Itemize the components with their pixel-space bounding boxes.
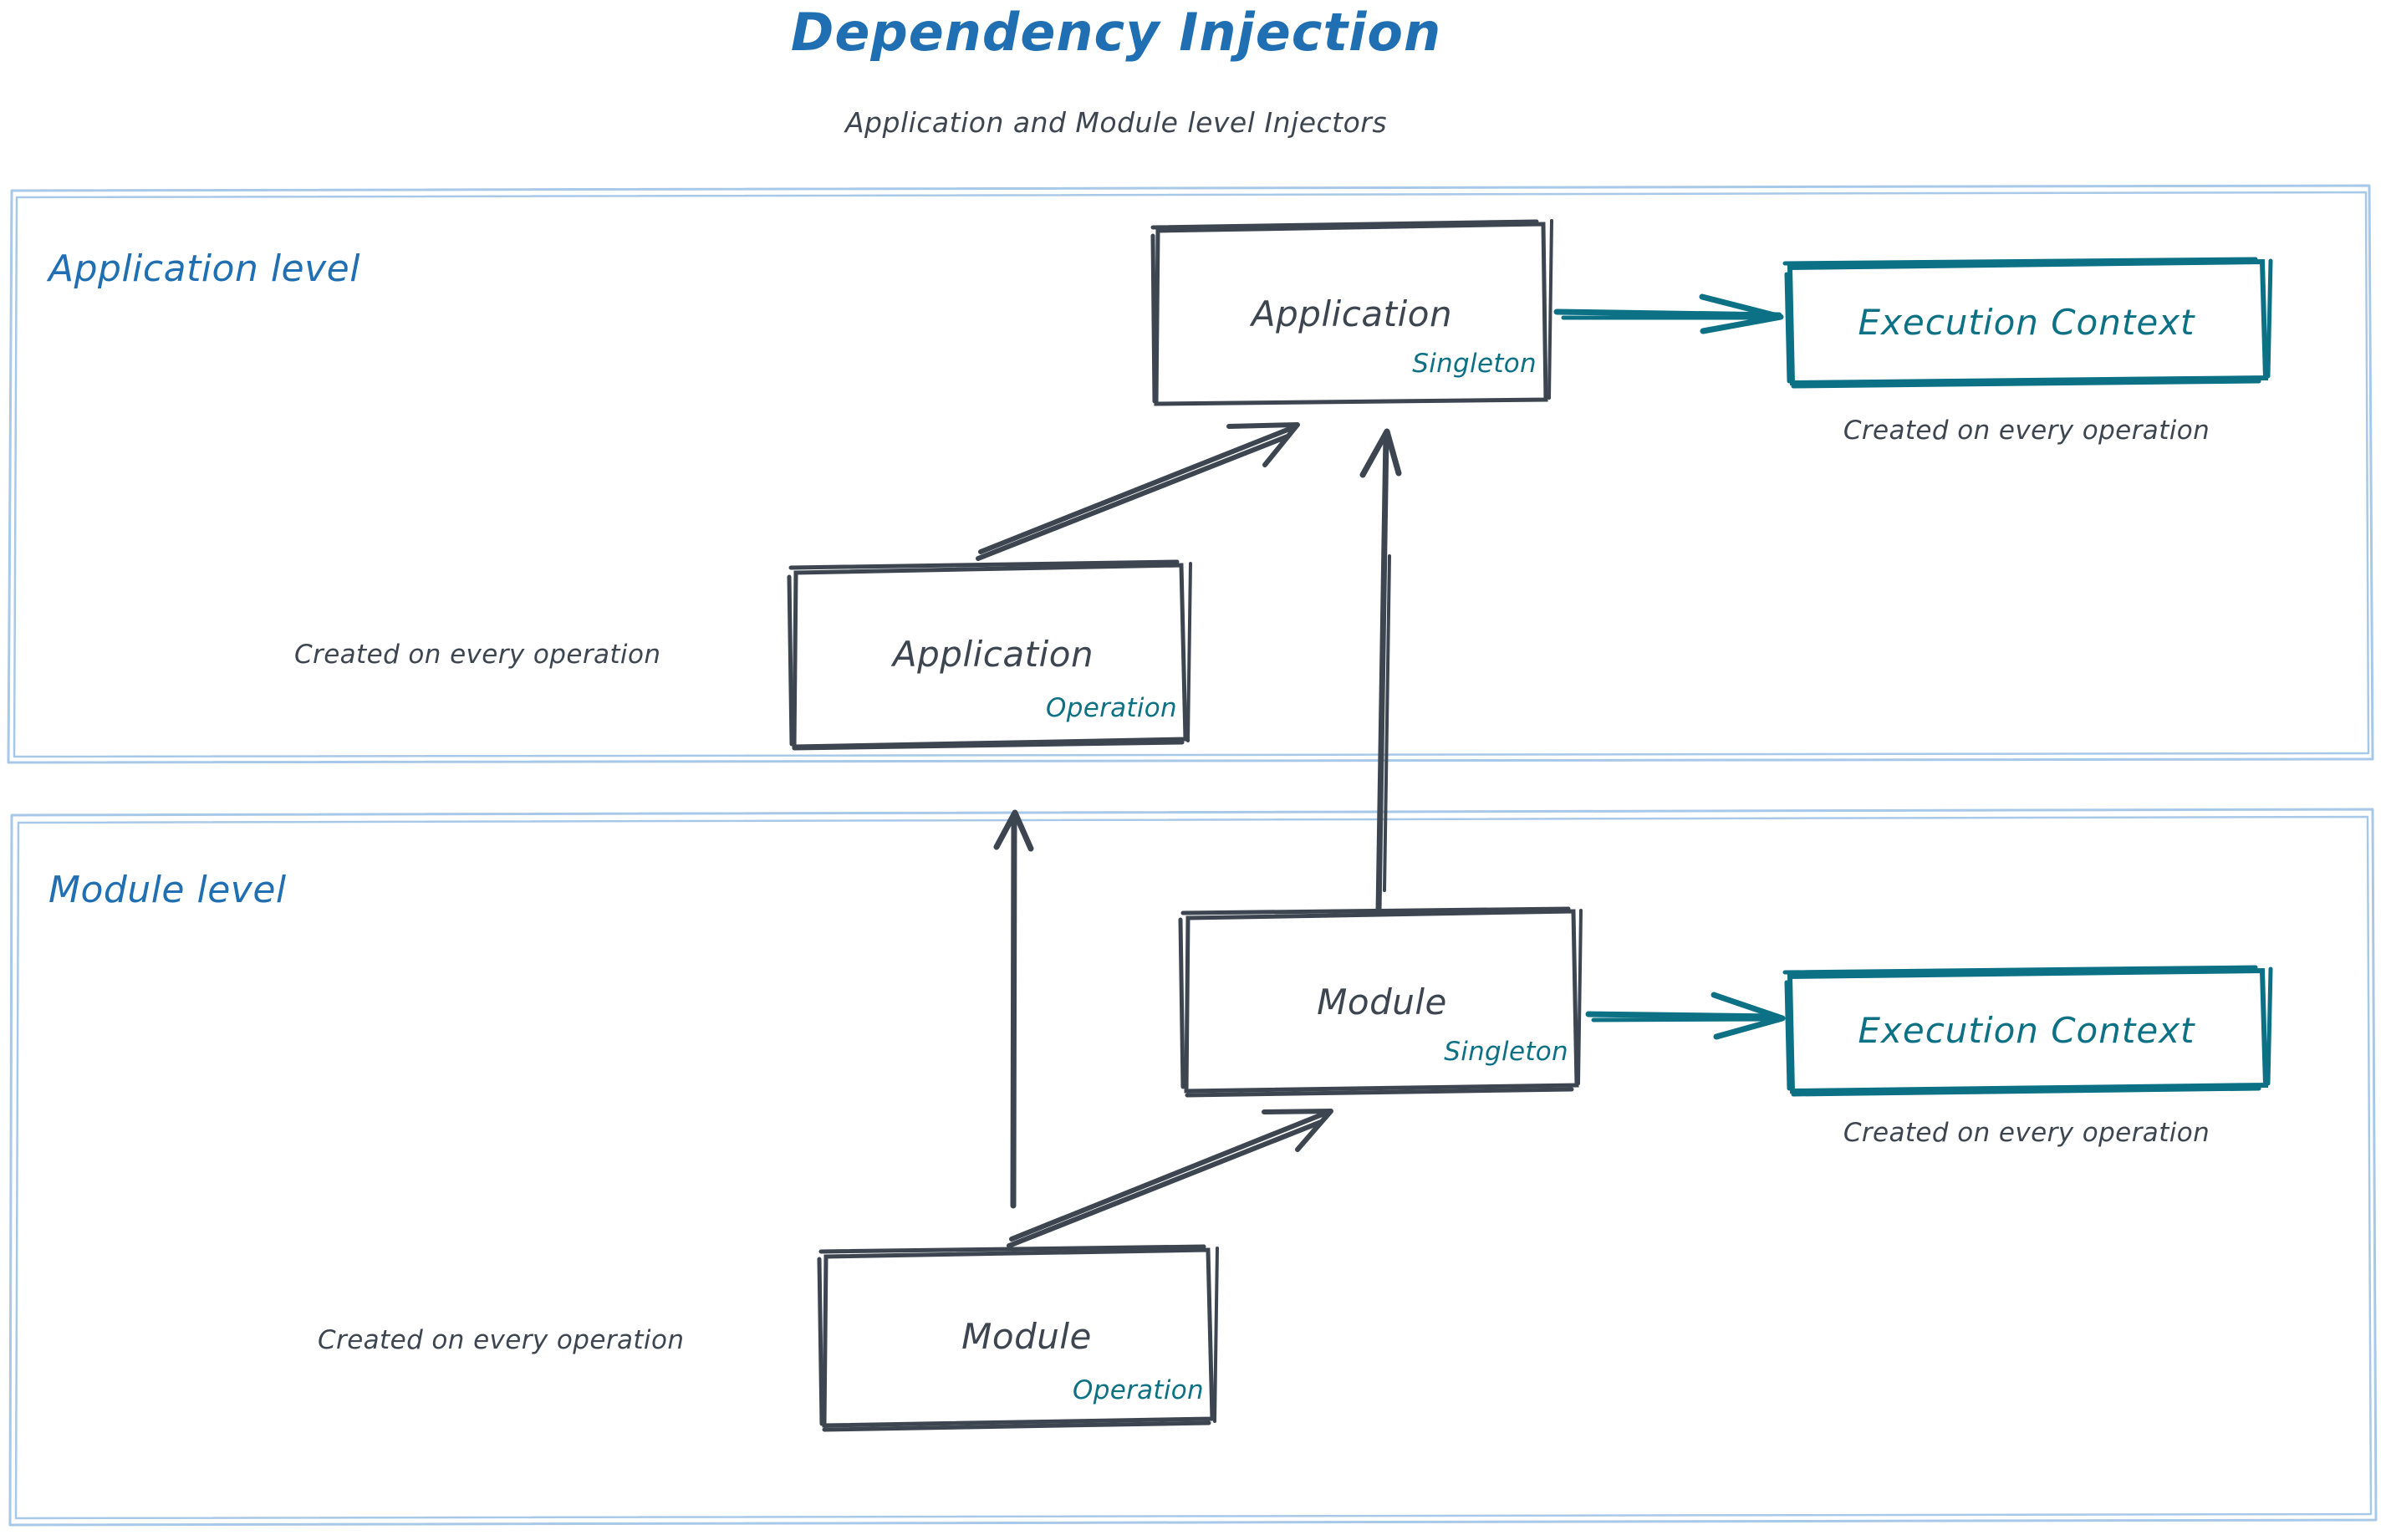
node-title-module-operation: Module [961, 1316, 1092, 1357]
node-application-operation-shape[interactable] [787, 559, 1192, 751]
node-title-execution-context-app: Execution Context [1858, 302, 2195, 343]
node-application-singleton-shape[interactable] [1150, 219, 1553, 406]
edge-module-operation-to-module-singleton [1007, 1109, 1333, 1248]
node-execution-context-app-shape[interactable] [1782, 257, 2273, 389]
module-level-container [8, 808, 2378, 1527]
edge-app-singleton-to-exec-ctx [1553, 293, 1784, 334]
node-badge-module-operation: Operation [1073, 1375, 1204, 1405]
node-title-module-singleton: Module [1317, 982, 1447, 1022]
application-level-container [7, 184, 2374, 764]
edge-module-singleton-to-app-singleton [1359, 428, 1402, 915]
edge-module-singleton-to-exec-ctx [1585, 992, 1786, 1040]
node-execution-context-module-shape[interactable] [1782, 965, 2273, 1097]
node-badge-application-operation: Operation [1046, 693, 1177, 723]
edge-module-operation-to-app-operation [993, 809, 1034, 1209]
note-module-operation: Created on every operation [318, 1325, 685, 1355]
node-title-execution-context-module: Execution Context [1858, 1010, 2195, 1051]
note-application-operation: Created on every operation [294, 640, 661, 670]
node-module-singleton-shape[interactable] [1178, 906, 1583, 1098]
node-title-application-singleton: Application [1251, 293, 1453, 334]
page-subtitle: Application and Module level Injectors [844, 106, 1388, 139]
note-execution-context-app: Created on every operation [1843, 416, 2210, 446]
note-execution-context-module: Created on every operation [1843, 1118, 2210, 1148]
edge-app-operation-to-app-singleton [976, 422, 1300, 561]
page-title: Dependency Injection [790, 2, 1442, 63]
node-badge-application-singleton: Singleton [1412, 349, 1537, 379]
section-label-module-level: Module level [48, 869, 287, 911]
node-title-application-operation: Application [892, 634, 1094, 675]
node-badge-module-singleton: Singleton [1444, 1037, 1568, 1067]
node-module-operation-shape[interactable] [817, 1244, 1219, 1432]
section-label-application-level: Application level [48, 247, 360, 290]
